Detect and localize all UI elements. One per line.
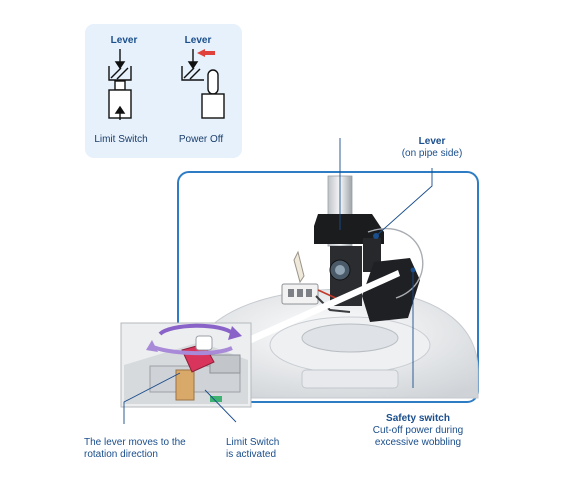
wire-connector: [293, 250, 305, 284]
right-lever-diagram: [181, 49, 225, 119]
leader-lever: [375, 168, 433, 237]
lever-moves-label-2: rotation direction: [84, 449, 158, 460]
closeup-plunger: [195, 335, 213, 351]
safety-switch-housing: [362, 258, 420, 322]
safety-switch-label: Safety switch: [386, 413, 450, 424]
down-arrow-icon-2: [187, 61, 199, 70]
closeup-post: [175, 369, 195, 401]
lever-sublabel: (on pipe side): [401, 148, 463, 159]
left-lever-diagram: [108, 49, 132, 120]
up-arrow-icon: [114, 105, 126, 114]
main-photo-frame: [177, 171, 479, 403]
detail-closeup: [120, 322, 252, 408]
limit-switch-indicator: [210, 396, 222, 402]
lever-label: Lever: [418, 136, 446, 147]
safety-switch-desc-1: Cut-off power during: [372, 425, 464, 436]
inset-left-caption: Limit Switch: [94, 134, 148, 145]
leader-dot-lever: [373, 233, 379, 239]
inset-diagram: [108, 49, 225, 120]
safety-wire: [367, 227, 424, 299]
limit-switch-body-2: [201, 93, 225, 119]
leader-lever-moves: [123, 372, 181, 424]
leader-lines: [123, 138, 433, 424]
safety-switch-desc-2: excessive wobbling: [374, 437, 462, 448]
lever-bracket: [108, 66, 132, 81]
lever-moves-label-1: The lever moves to the: [84, 437, 186, 448]
leader-dot-safety: [410, 267, 416, 273]
inset-left-title: Lever: [110, 35, 138, 46]
leader-limit-switch: [204, 389, 237, 423]
mount-bracket: [314, 214, 384, 244]
inset-right-title: Lever: [184, 35, 212, 46]
red-arrow-icon: [197, 49, 215, 57]
detail-connector: [228, 270, 400, 352]
limit-switch-label-2: is activated: [226, 449, 277, 460]
limit-switch-label-1: Limit Switch: [226, 437, 280, 448]
down-arrow-icon: [114, 61, 126, 70]
lever-bracket-moved: [181, 66, 204, 81]
inset-right-caption: Power Off: [178, 134, 224, 145]
rotation-arrow-icon: [158, 323, 236, 336]
